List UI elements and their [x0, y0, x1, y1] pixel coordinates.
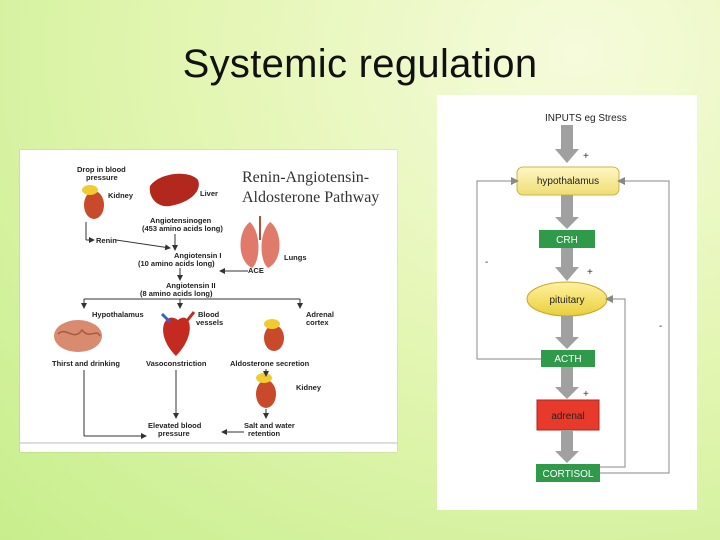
label-hpa-pituitary: pituitary [549, 295, 584, 306]
arrow-adrenal-cortisol [555, 430, 579, 463]
label-drop-bp-2: pressure [86, 173, 118, 182]
label-inputs: INPUTS eg Stress [545, 113, 627, 124]
label-aldosterone: Aldosterone secretion [230, 359, 310, 368]
label-blood-vessels-2: vessels [196, 318, 223, 327]
kidney-icon-2 [256, 373, 276, 408]
label-hpa-hypothalamus: hypothalamus [537, 176, 599, 187]
label-liver: Liver [200, 189, 218, 198]
raas-title-line1: Renin-Angiotensin- [242, 169, 369, 186]
crh-box [539, 230, 595, 248]
heart-icon [160, 311, 196, 356]
kidney-icon [82, 185, 104, 219]
arrow-hyp-crh [555, 195, 579, 229]
hpa-svg: INPUTS eg Stress + hypothalamus CRH + pi… [476, 113, 670, 482]
label-angiotensin2-1: Angiotensin II [166, 281, 216, 290]
sign-plus-2: + [587, 267, 593, 278]
label-angiotensinogen-2: (453 amino acids long) [142, 224, 223, 233]
raas-title-line2: Aldosterone Pathway [242, 189, 379, 206]
sign-plus-3: + [583, 389, 589, 400]
raas-diagram: Renin-Angiotensin- Aldosterone Pathway D… [20, 150, 397, 452]
arrow-inputs-down [555, 125, 579, 163]
label-adrenal-cortex-2: cortex [306, 318, 329, 327]
label-cortisol: CORTISOL [543, 469, 594, 480]
brain-icon [54, 320, 102, 352]
arrow-acth-adrenal [555, 367, 579, 399]
cortisol-box [536, 464, 600, 482]
raas-svg: Renin-Angiotensin- Aldosterone Pathway D… [20, 165, 397, 444]
label-angiotensin1-2: (10 amino acids long) [138, 259, 215, 268]
label-ace: ACE [248, 266, 264, 275]
label-elevated-bp-1: Elevated blood [148, 421, 202, 430]
label-hpa-adrenal: adrenal [551, 411, 584, 422]
feedback-acth-hypothalamus [476, 177, 541, 360]
adrenal-box [536, 399, 600, 431]
label-lungs: Lungs [284, 253, 307, 262]
arrow-crh-pit [555, 248, 579, 281]
liver-icon [149, 173, 199, 207]
label-kidney: Kidney [108, 191, 134, 200]
label-salt-water-1: Salt and water [244, 421, 295, 430]
feedback-cortisol-hypothalamus [600, 177, 670, 474]
arrow-pit-acth [555, 316, 579, 349]
hpa-diagram: INPUTS eg Stress + hypothalamus CRH + pi… [437, 95, 697, 510]
acth-box [541, 350, 595, 367]
label-angiotensin1-1: Angiotensin I [174, 251, 222, 260]
label-crh: CRH [556, 235, 578, 246]
label-drop-bp-1: Drop in blood [77, 165, 126, 174]
label-blood-vessels-1: Blood [198, 310, 220, 319]
label-hypothalamus: Hypothalamus [92, 310, 144, 319]
label-adrenal-cortex-1: Adrenal [306, 310, 334, 319]
label-acth: ACTH [554, 354, 581, 365]
slide-title: Systemic regulation [182, 42, 538, 86]
label-renin: Renin [96, 236, 117, 245]
feedback-cortisol-pituitary [600, 295, 626, 468]
label-kidney-2: Kidney [296, 383, 322, 392]
label-angiotensinogen-1: Angiotensinogen [150, 216, 212, 225]
sign-minus-left: - [485, 257, 488, 268]
label-elevated-bp-2: pressure [158, 429, 190, 438]
adrenal-kidney-icon [264, 319, 284, 351]
label-salt-water-2: retention [248, 429, 281, 438]
sign-minus-right: - [659, 321, 662, 332]
label-vasoconstriction: Vasoconstriction [146, 359, 207, 368]
label-thirst: Thirst and drinking [52, 359, 120, 368]
sign-plus-1: + [583, 151, 589, 162]
lungs-icon [240, 216, 280, 268]
label-angiotensin2-2: (8 amino acids long) [140, 289, 213, 298]
